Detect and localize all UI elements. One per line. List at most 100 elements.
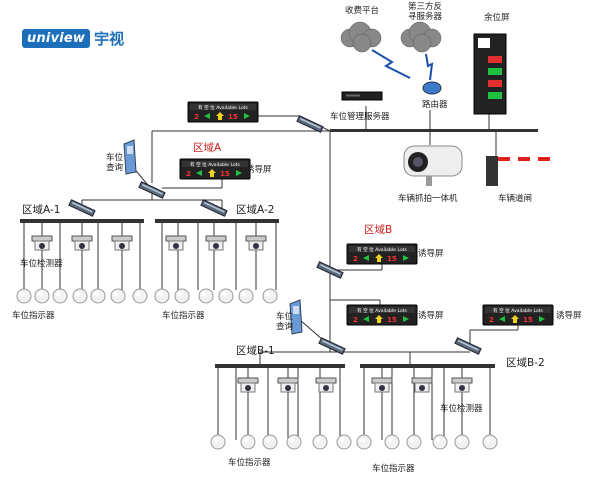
parking-indicator-b2-3 [432, 434, 448, 450]
sign-mid-num: 15 [228, 113, 238, 121]
parking-detector-b-2 [315, 377, 337, 393]
switch-a1 [68, 199, 96, 217]
arrow-up-icon [375, 254, 383, 262]
label-indicator-b2: 车位指示器 [372, 464, 415, 474]
parking-detector-b-1 [277, 377, 299, 393]
parking-indicator-a2-3 [218, 288, 234, 304]
parking-indicator-b1-2 [262, 434, 278, 450]
sign-header: 有 空 位 Available Lots [357, 246, 408, 253]
arrow-up-icon [208, 169, 216, 177]
sign-left-num: 2 [353, 316, 358, 324]
parking-detector-a-2 [111, 235, 133, 251]
arrow-right-icon [236, 170, 242, 176]
label-detector-a1: 车位检测器 [20, 259, 63, 269]
label-indicator-b1: 车位指示器 [228, 458, 271, 468]
label-capture-camera: 车辆抓拍一体机 [398, 194, 458, 204]
kiosk-b-icon [289, 299, 303, 335]
label-kiosk-b: 车位 查询 [276, 312, 294, 332]
label-zone-a: 区域A [193, 142, 222, 154]
parking-indicator-a2-5 [262, 288, 278, 304]
sign-mid-num: 15 [387, 255, 397, 263]
parking-indicator-b2-1 [384, 434, 400, 450]
label-guide-screen-a: 诱导屏 [246, 165, 272, 175]
backbone-bus [330, 129, 538, 132]
remaining-screen-icon [473, 33, 507, 115]
parking-detector-b-4 [411, 377, 433, 393]
parking-indicator-b2-2 [406, 434, 422, 450]
parking-indicator-a1-0 [16, 288, 32, 304]
label-third-party: 第三方反 寻服务器 [408, 2, 443, 22]
capture-camera-icon [403, 145, 463, 186]
label-zone-b2: 区域B-2 [506, 357, 545, 369]
label-indicator-a2: 车位指示器 [162, 311, 205, 321]
switch-a2 [200, 199, 228, 217]
parking-indicator-b1-0 [210, 434, 226, 450]
parking-indicator-a2-2 [198, 288, 214, 304]
sign-header: 有 空 位 Available Lots [198, 104, 249, 111]
arrow-right-icon [403, 255, 409, 261]
label-zone-b: 区域B [364, 224, 393, 236]
arrow-left-icon [196, 170, 202, 176]
bus-a2 [155, 219, 279, 223]
parking-indicator-a2-0 [154, 288, 170, 304]
parking-detector-b-3 [371, 377, 393, 393]
parking-detector-a-3 [165, 235, 187, 251]
sign-left-num: 2 [186, 170, 191, 178]
switch-b1 [318, 337, 346, 355]
parking-detector-b-5 [451, 377, 473, 393]
bus-b1 [215, 364, 345, 368]
arrow-right-icon [403, 316, 409, 322]
parking-indicator-a1-1 [34, 288, 50, 304]
arrow-left-icon [204, 113, 210, 119]
parking-indicator-a1-4 [90, 288, 106, 304]
label-zone-b1: 区域B-1 [236, 345, 275, 357]
parking-indicator-a2-4 [238, 288, 254, 304]
guide-sign-top: 有 空 位 Available Lots 2 15 [187, 101, 259, 123]
sign-header: 有 空 位 Available Lots [493, 307, 544, 314]
label-zone-a2: 区域A-2 [236, 204, 275, 216]
label-guide-screen-b1: 诱导屏 [418, 311, 444, 321]
label-guide-screen-b2: 诱导屏 [556, 311, 582, 321]
parking-indicator-a1-6 [132, 288, 148, 304]
uniview-logo: uniview 宇视 [22, 26, 124, 50]
fee-platform-cloud-icon [340, 21, 382, 53]
parking-detector-a-5 [245, 235, 267, 251]
logo-brand-en: uniview [22, 28, 91, 48]
label-kiosk-a: 车位 查询 [106, 153, 124, 173]
switch-b2 [454, 337, 482, 355]
server-icon [341, 91, 383, 101]
label-parking-server: 车位管理服务器 [330, 112, 390, 122]
bus-a1 [20, 219, 144, 223]
arrow-up-icon [511, 315, 519, 323]
parking-detector-a-1 [71, 235, 93, 251]
parking-indicator-b2-4 [454, 434, 470, 450]
sign-mid-num: 15 [220, 170, 230, 178]
arrow-up-icon [375, 315, 383, 323]
sign-left-num: 2 [489, 316, 494, 324]
label-barrier: 车辆道闸 [498, 194, 533, 204]
sign-left-num: 2 [194, 113, 199, 121]
parking-indicator-b1-4 [312, 434, 328, 450]
parking-indicator-b2-5 [482, 434, 498, 450]
parking-indicator-b1-1 [240, 434, 256, 450]
router-icon [422, 81, 442, 95]
arrow-left-icon [499, 316, 505, 322]
switch-zone-b [316, 261, 344, 279]
sign-left-num: 2 [353, 255, 358, 263]
arrow-right-icon [539, 316, 545, 322]
parking-detector-a-4 [205, 235, 227, 251]
label-indicator-a1: 车位指示器 [12, 311, 55, 321]
label-detector-b2: 车位检测器 [440, 404, 483, 414]
label-remaining-screen: 余位屏 [484, 13, 510, 23]
arrow-left-icon [363, 255, 369, 261]
parking-indicator-b1-3 [286, 434, 302, 450]
third-party-cloud-icon [400, 21, 442, 53]
label-zone-a1: 区域A-1 [22, 204, 61, 216]
switch-top [296, 115, 324, 133]
parking-indicator-a1-2 [52, 288, 68, 304]
bus-b2 [360, 364, 495, 368]
